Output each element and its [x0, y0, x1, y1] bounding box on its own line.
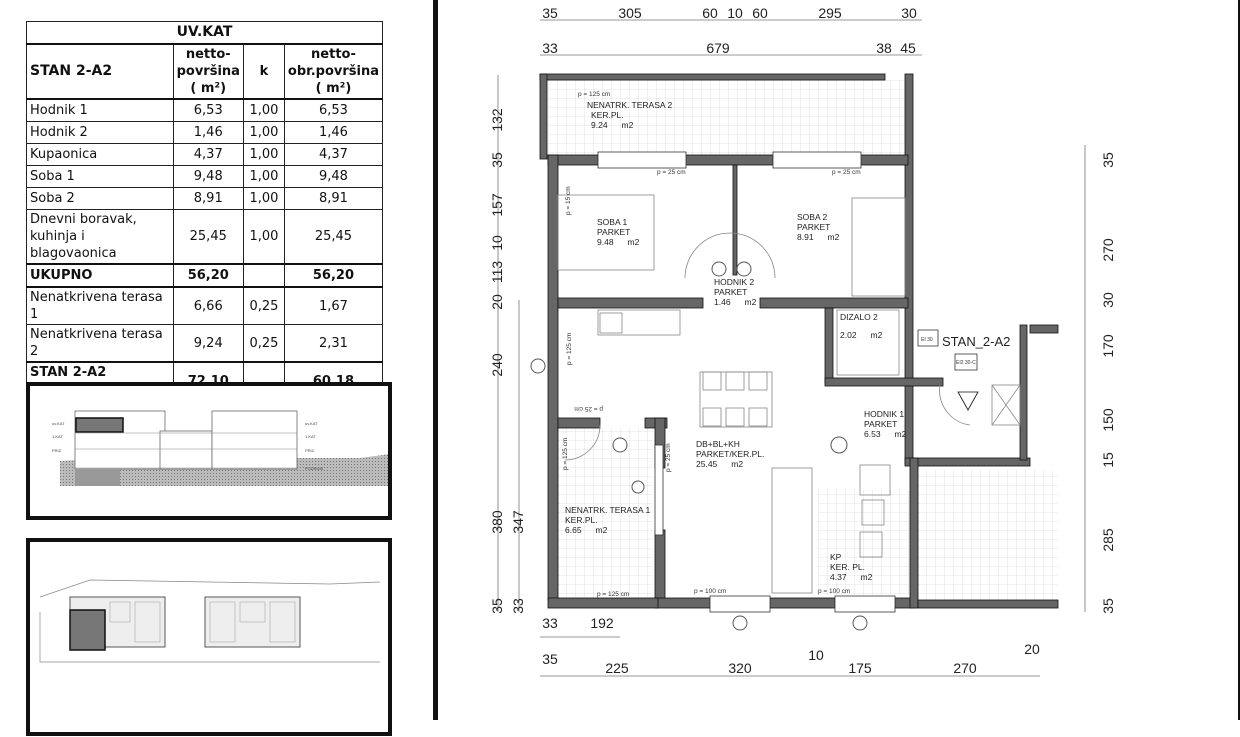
unit-label: STAN_2-A2 — [942, 334, 1010, 349]
svg-text:35: 35 — [1100, 152, 1116, 168]
svg-text:679: 679 — [706, 40, 730, 56]
svg-text:20: 20 — [1024, 641, 1040, 657]
svg-text:p = 15 cm: p = 15 cm — [565, 186, 572, 215]
svg-text:113: 113 — [489, 261, 505, 284]
svg-text:270: 270 — [953, 660, 977, 676]
svg-text:175: 175 — [848, 660, 872, 676]
svg-text:35: 35 — [1100, 598, 1116, 614]
svg-text:157: 157 — [489, 193, 505, 217]
svg-text:225: 225 — [605, 660, 629, 676]
svg-text:35: 35 — [542, 5, 558, 21]
svg-text:295: 295 — [818, 5, 842, 21]
svg-text:192: 192 — [590, 615, 614, 631]
svg-text:270: 270 — [1100, 238, 1116, 262]
terrace-2 — [548, 80, 908, 155]
ei2-box — [954, 353, 978, 371]
furniture — [557, 194, 1021, 594]
svg-text:60: 60 — [752, 5, 768, 21]
svg-text:p = 25 cm: p = 25 cm — [657, 169, 686, 176]
svg-text:20: 20 — [489, 294, 505, 310]
svg-text:uv.KAT: uv.KAT — [52, 421, 65, 426]
svg-text:35: 35 — [489, 598, 505, 614]
svg-text:30: 30 — [1100, 292, 1116, 308]
table-title: UV.KAT — [26, 21, 383, 45]
svg-text:EI2 30-C: EI2 30-C — [956, 360, 976, 366]
svg-text:1.KAT: 1.KAT — [305, 434, 316, 439]
svg-text:320: 320 — [728, 660, 752, 676]
header-net-area: netto-površina( m²) — [172, 43, 244, 100]
svg-text:p = 125 cm: p = 125 cm — [566, 333, 573, 365]
svg-text:PRIZ.: PRIZ. — [52, 448, 62, 453]
svg-text:35: 35 — [542, 651, 558, 667]
header-net-weighted: netto-obr.površina( m²) — [283, 43, 384, 100]
svg-text:10: 10 — [489, 235, 505, 251]
svg-text:305: 305 — [618, 5, 642, 21]
terrace-right — [918, 470, 1058, 600]
svg-text:p = 25 cm: p = 25 cm — [832, 169, 861, 176]
svg-text:PODRUM: PODRUM — [305, 466, 323, 471]
bathroom-floor — [818, 490, 910, 595]
svg-text:10: 10 — [808, 647, 824, 663]
svg-text:1.KAT: 1.KAT — [52, 434, 63, 439]
svg-text:170: 170 — [1100, 334, 1116, 358]
unit-name: STAN 2-A2 — [26, 43, 174, 100]
plan-frame — [433, 0, 1240, 720]
header-k: k — [242, 43, 285, 100]
svg-text:p = 25 cm: p = 25 cm — [574, 405, 603, 412]
walls — [539, 73, 1059, 609]
dimension-lines — [497, 19, 1086, 677]
svg-text:60: 60 — [702, 5, 718, 21]
svg-text:p = 25 cm: p = 25 cm — [665, 443, 672, 472]
svg-text:p = 100 cm: p = 100 cm — [694, 588, 726, 595]
svg-text:15: 15 — [1100, 452, 1116, 468]
svg-text:10: 10 — [727, 5, 743, 21]
svg-text:uv.KAT: uv.KAT — [305, 421, 318, 426]
svg-text:45: 45 — [900, 40, 916, 56]
building-section-thumbnail: uv.KAT 1.KAT PRIZ. uv.KAT 1.KAT PRIZ. PODRUM — [26, 382, 392, 520]
svg-text:380: 380 — [489, 510, 505, 534]
plan-notes: p = 125 cm p = 25 cm p = 25 cm p = 15 cm… — [562, 91, 976, 598]
ei30-box — [917, 329, 939, 347]
svg-text:38: 38 — [876, 40, 892, 56]
svg-text:EI 30: EI 30 — [921, 337, 933, 343]
svg-text:240: 240 — [489, 353, 505, 377]
svg-text:PRIZ.: PRIZ. — [305, 448, 315, 453]
terrace-1 — [558, 428, 653, 598]
svg-text:33: 33 — [542, 615, 558, 631]
svg-text:p = 125 cm: p = 125 cm — [597, 591, 629, 598]
dimension-labels: 35 305 60 10 60 295 30 33 679 38 45 132 35 157 10… — [489, 5, 1116, 676]
svg-text:p = 100 cm: p = 100 cm — [818, 588, 850, 595]
svg-text:p = 125 cm: p = 125 cm — [562, 438, 569, 470]
site-plan-thumbnail — [26, 538, 392, 736]
svg-text:285: 285 — [1100, 528, 1116, 552]
svg-text:132: 132 — [489, 108, 505, 132]
svg-text:33: 33 — [542, 40, 558, 56]
svg-text:150: 150 — [1100, 408, 1116, 432]
svg-text:p = 125 cm: p = 125 cm — [578, 91, 610, 98]
svg-text:347: 347 — [510, 510, 526, 534]
svg-text:33: 33 — [510, 598, 526, 614]
windows — [597, 151, 896, 613]
section-markers — [530, 261, 868, 631]
svg-text:35: 35 — [489, 152, 505, 168]
svg-text:30: 30 — [901, 5, 917, 21]
